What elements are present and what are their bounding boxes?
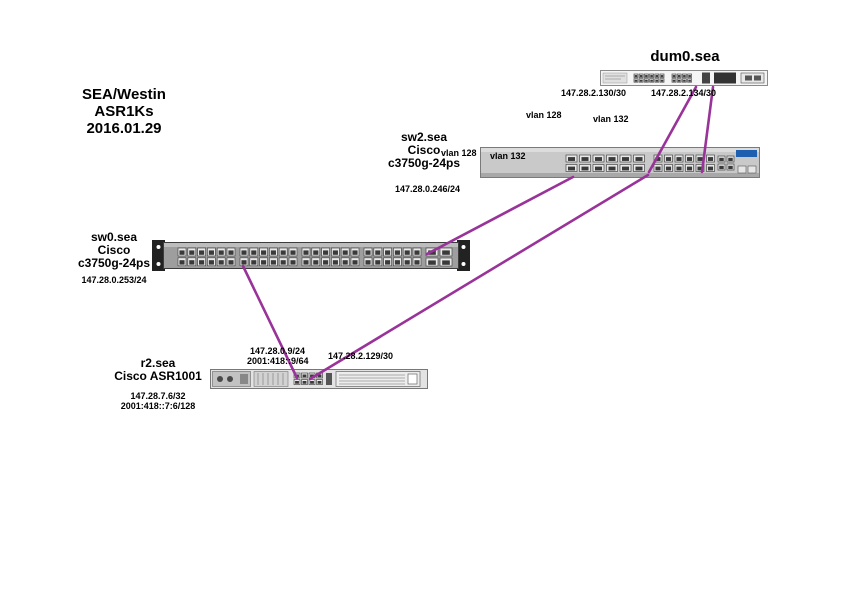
vlan128-link-label: vlan 128 [526,110,562,120]
r2-iface-p2p: 147.28.2.129/30 [328,351,394,361]
link-r2-sw2 [308,173,650,381]
dum0-ip-left: 147.28.2.130/30 [561,88,627,98]
sw0-label-block: sw0.sea Cisco c3750g-24ps [64,231,164,270]
port-bank [177,247,236,267]
r2-hostname: r2.sea [140,356,176,370]
r2-iface-v4: 147.28.0.9/24 [250,346,306,356]
dum0-hostname: dum0.sea [650,48,720,65]
port-bank [633,73,665,83]
sw0-chassis [152,240,470,271]
sw0-hostname: sw0.sea [90,230,138,244]
dum0-chassis [600,70,768,86]
r2-loopback-v4: 147.28.7.6/32 [130,391,186,401]
dum0-module-small [702,72,710,84]
r2-device [210,367,428,396]
dum0-ip-right: 147.28.2.134/30 [651,88,717,98]
diagram-title: SEA/Westin ASR1Ks 2016.01.29 [58,86,190,137]
sw2-vlan128-label: vlan 128 [441,148,477,158]
dum0-left-module [602,72,628,84]
sw2-model: c3750g-24ps [387,156,461,170]
sw0-device [152,239,470,277]
dum0-right-module [740,72,765,84]
port-bank [239,247,298,267]
port-bank [671,73,692,83]
sw2-label-block: sw2.sea Cisco c3750g-24ps [374,131,474,170]
sw2-vlan132-label: vlan 132 [490,151,526,161]
port-bank [565,154,645,172]
sw2-vendor: Cisco [407,143,441,157]
sfp-bank [717,155,735,171]
r2-loopbacks: 147.28.7.6/32 2001:418::7:6/128 [108,391,208,411]
r2-iface-v6: 2001:418::9/64 [247,356,309,366]
rack-ear-left [152,240,165,271]
sw0-model: c3750g-24ps [77,256,151,270]
r2-loopback-v6: 2001:418::7:6/128 [120,401,196,411]
sw2-hostname: sw2.sea [400,130,448,144]
dum0-device [600,68,768,93]
sw0-ip: 147.28.0.253/24 [81,275,147,285]
vlan132-link-label: vlan 132 [593,114,629,124]
r2-model: Cisco ASR1001 [114,369,202,383]
diagram-title-line3: 2016.01.29 [86,120,162,137]
diagram-title-line1: SEA/Westin [82,86,166,103]
diagram-title-line2: ASR1Ks [94,103,154,120]
dum0-module-dark [714,72,736,84]
brand-badge [736,150,757,157]
r2-label-block: r2.sea Cisco ASR1001 [108,357,208,383]
r2-chassis [210,369,428,389]
sw2-ip: 147.28.0.246/24 [395,184,461,194]
sw0-vendor: Cisco [97,243,131,257]
